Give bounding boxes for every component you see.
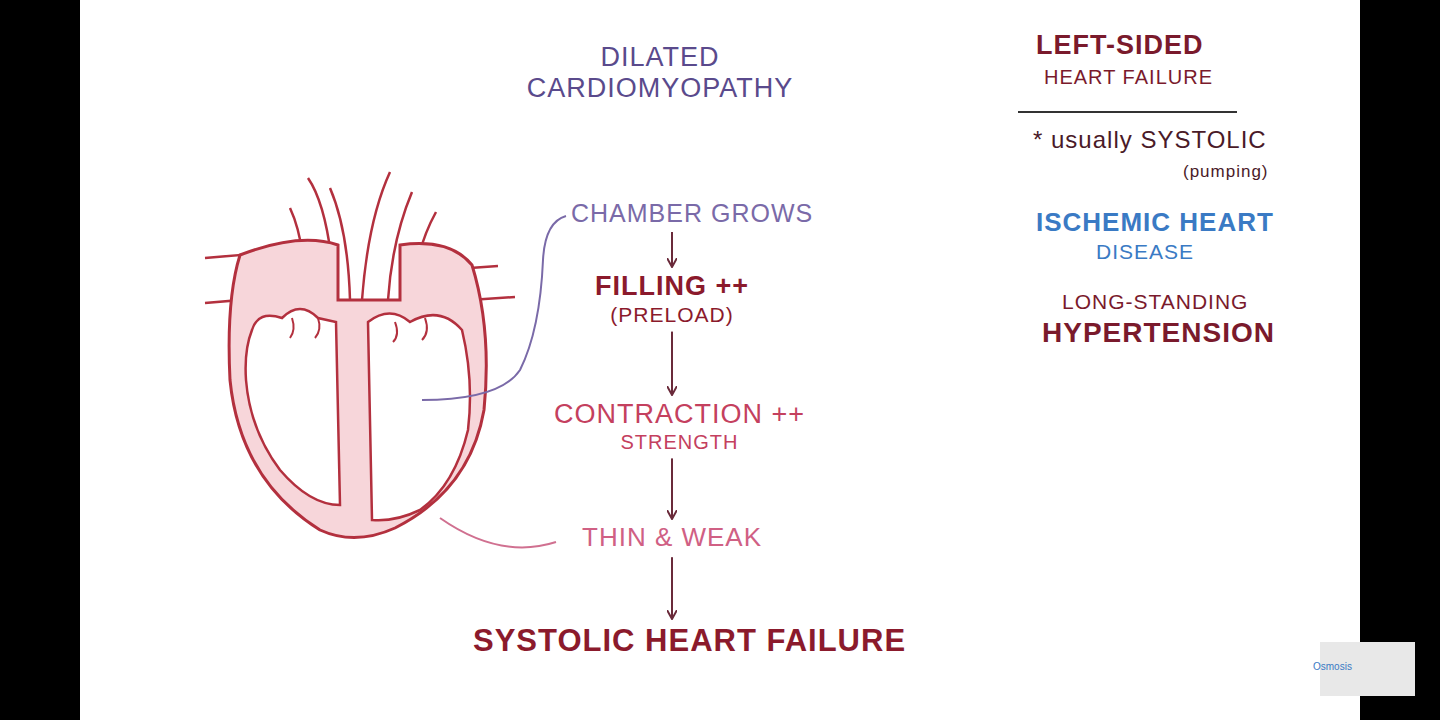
- side-note: (pumping): [1183, 162, 1269, 182]
- flow-arrow: [671, 232, 673, 266]
- side-note: HEART FAILURE: [1044, 66, 1213, 89]
- side-note: HYPERTENSION: [1042, 317, 1275, 349]
- side-note: LEFT-SIDED: [1036, 30, 1204, 61]
- step-text: CHAMBER GROWS: [571, 198, 813, 228]
- flow-arrow: [671, 332, 673, 394]
- flow-step: THIN & WEAK: [576, 520, 768, 555]
- side-note: * usually SYSTOLIC: [1033, 126, 1267, 154]
- flow-step: SYSTOLIC HEART FAILURE: [467, 620, 912, 661]
- flow-arrow: [671, 557, 673, 618]
- step-text: STRENGTH: [554, 430, 805, 454]
- step-text: THIN & WEAK: [582, 522, 762, 553]
- flow-arrow: [671, 458, 673, 518]
- flow-step: CONTRACTION ++STRENGTH: [548, 396, 811, 456]
- flow-step: CHAMBER GROWS: [565, 196, 819, 230]
- watermark: Osmosis: [1313, 661, 1352, 672]
- step-text: SYSTOLIC HEART FAILURE: [473, 622, 906, 659]
- side-note: LONG-STANDING: [1062, 290, 1248, 314]
- step-text: FILLING ++: [595, 270, 749, 302]
- diagram-title: DILATED CARDIOMYOPATHY: [515, 42, 805, 104]
- step-text: (PRELOAD): [595, 302, 749, 327]
- flow-step: FILLING ++(PRELOAD): [589, 268, 755, 330]
- side-note: ISCHEMIC HEART: [1036, 207, 1274, 238]
- side-note: DISEASE: [1096, 240, 1194, 264]
- step-text: CONTRACTION ++: [554, 398, 805, 430]
